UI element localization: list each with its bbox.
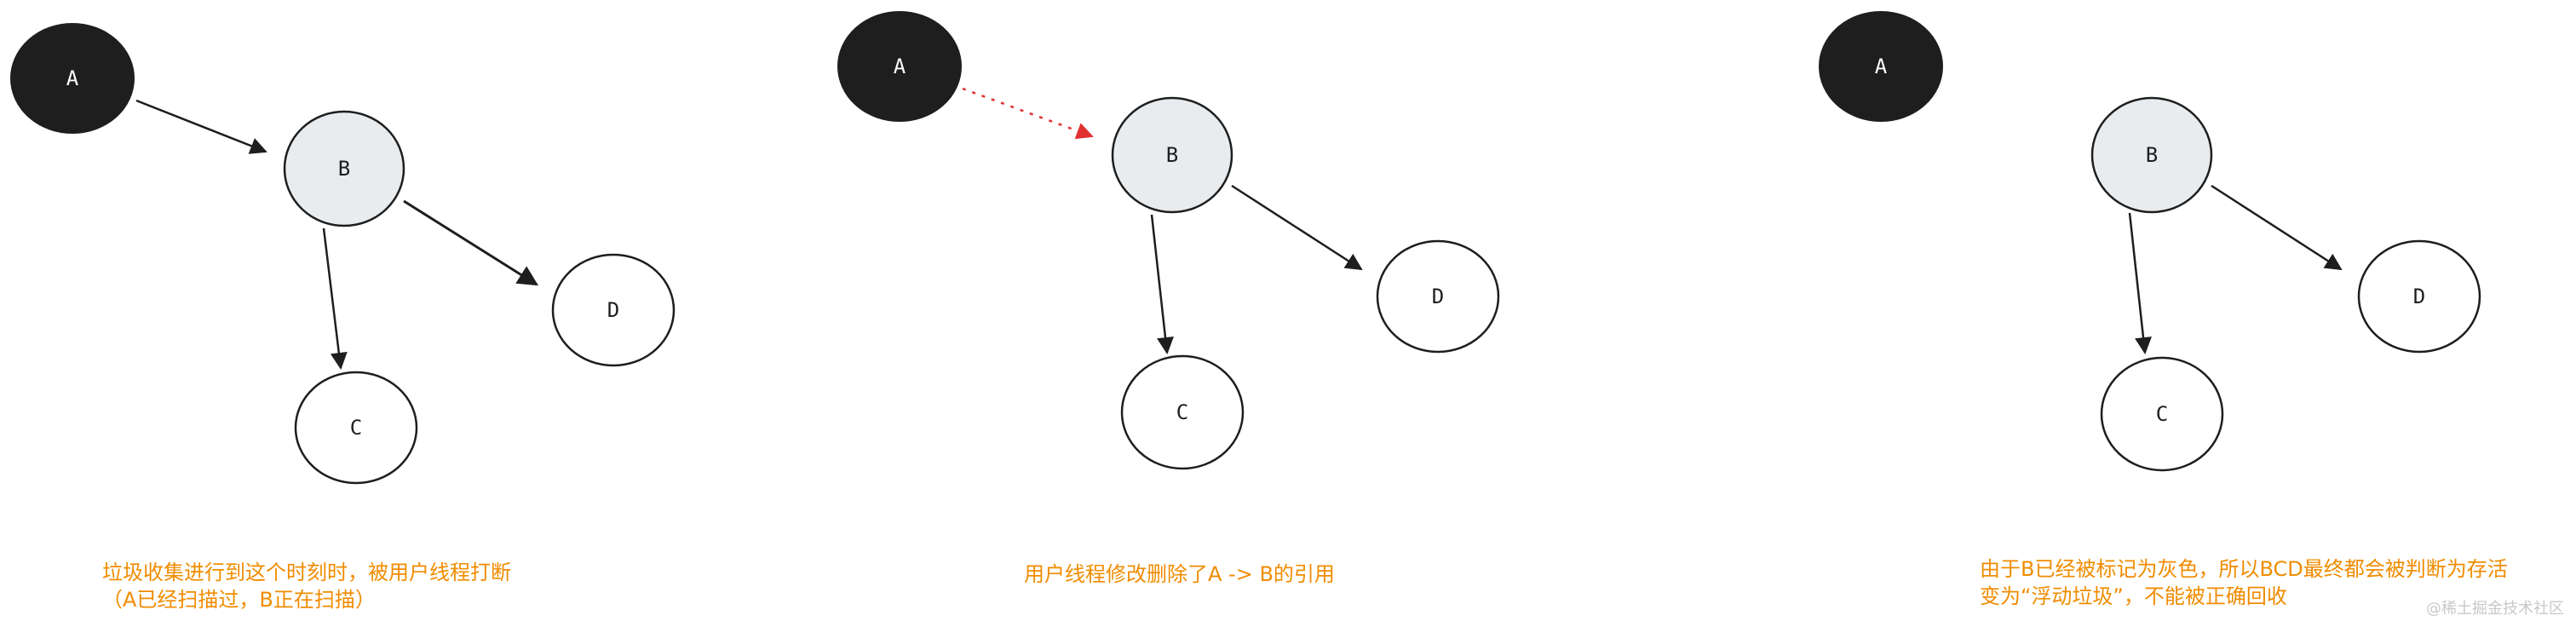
node-a: A (1819, 11, 1943, 122)
panel-3-caption: 由于B已经被标记为灰色，所以BCD最终都会被判断为存活 变为“浮动垃圾”，不能被… (1980, 555, 2508, 610)
watermark: @稀土掘金技术社区 (2426, 600, 2564, 618)
edge-b-c (322, 227, 348, 370)
panel-1: A B C D (10, 23, 676, 485)
node-c: C (294, 371, 418, 485)
panel-1-caption-line-1: 垃圾收集进行到这个时刻时，被用户线程打断 (102, 561, 511, 584)
node-d: D (2357, 239, 2481, 354)
edge-b-d (2211, 184, 2343, 271)
edge-a-b (135, 99, 267, 154)
node-a: A (837, 11, 962, 122)
node-a: A (10, 23, 135, 134)
node-a-label: A (1875, 55, 1888, 78)
edge-a-b-removed (962, 87, 1094, 140)
node-a-label: A (66, 66, 79, 90)
panel-2-caption: 用户线程修改删除了A -> B的引用 (1024, 561, 1335, 588)
edge-b-d (403, 199, 539, 286)
panel-3-caption-line-2: 变为“浮动垃圾”，不能被正确回收 (1980, 584, 2287, 608)
edge-b-d (1231, 184, 1363, 271)
node-c: C (1120, 354, 1245, 470)
node-c-label: C (350, 416, 362, 440)
node-d-label: D (2413, 285, 2425, 308)
panel-3: A B C D (1819, 11, 2481, 472)
panel-1-caption: 垃圾收集进行到这个时刻时，被用户线程打断 （A已经扫描过，B正在扫描） (102, 559, 511, 613)
node-d: D (1376, 239, 1500, 354)
edge-b-c (2128, 212, 2152, 354)
edge-b-c (1150, 214, 1174, 354)
node-b: B (283, 110, 405, 227)
node-c-label: C (1176, 400, 1188, 424)
node-c: C (2100, 356, 2224, 472)
node-b: B (2090, 96, 2213, 214)
node-c-label: C (2156, 402, 2168, 426)
panel-1-caption-line-2: （A已经扫描过，B正在扫描） (102, 588, 376, 612)
node-b-label: B (2146, 143, 2158, 167)
node-a-label: A (894, 55, 906, 78)
panel-2: A B C D (837, 11, 1500, 470)
node-d: D (551, 253, 676, 367)
panel-3-caption-line-1: 由于B已经被标记为灰色，所以BCD最终都会被判断为存活 (1980, 557, 2508, 581)
node-d-label: D (607, 298, 619, 322)
node-b: B (1111, 96, 1233, 214)
node-b-label: B (338, 157, 350, 181)
node-b-label: B (1166, 143, 1178, 167)
panel-2-caption-line-1: 用户线程修改删除了A -> B的引用 (1024, 562, 1335, 586)
node-d-label: D (1432, 285, 1444, 308)
